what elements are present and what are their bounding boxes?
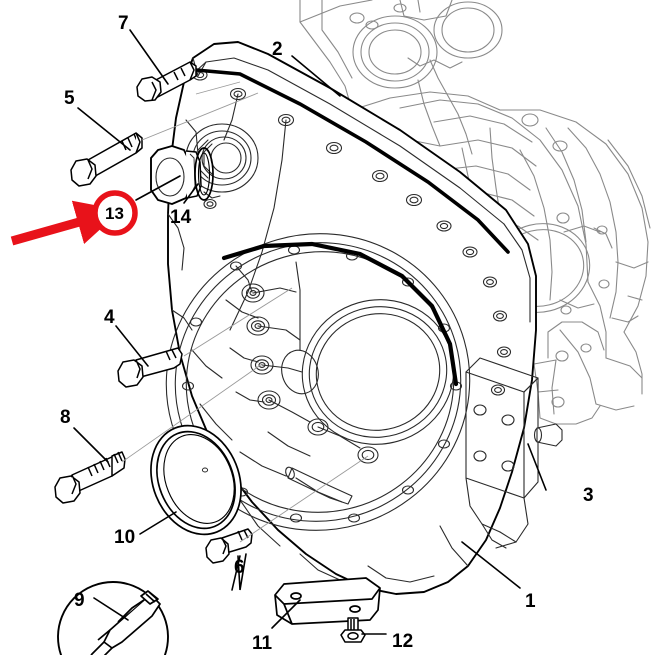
callout-label-6: 6 (234, 557, 245, 578)
callout-label-5: 5 (64, 88, 75, 109)
callout-label-14: 14 (170, 207, 192, 228)
callout-label-7: 7 (118, 13, 129, 34)
o-ring (194, 147, 214, 201)
seal-ring (150, 424, 242, 536)
seal-ring-detail (201, 467, 209, 473)
callout-label-2: 2 (272, 39, 283, 60)
detail-view-circle (57, 581, 169, 655)
plug-part (150, 145, 202, 205)
flywheel-housing (167, 41, 537, 595)
callout-label-11: 11 (252, 633, 273, 654)
callout-label-1: 1 (525, 591, 536, 612)
callout-label-3: 3 (583, 485, 594, 506)
bolt-long-lower (54, 451, 126, 504)
callout-label-12: 12 (392, 631, 414, 652)
highlight-circle (92, 190, 138, 236)
cover-plate-bolt (340, 617, 366, 643)
bolt-top (136, 61, 197, 102)
housing-detail-lines (165, 57, 563, 583)
highlight-arrow (10, 200, 122, 246)
bolt-short (117, 347, 183, 388)
alignment-lines (121, 81, 369, 543)
callout-label-10: 10 (114, 527, 136, 548)
callout-label-9: 9 (74, 590, 85, 611)
leader-lines (73, 29, 547, 635)
cover-plate (274, 577, 381, 625)
bolt-long-upper (70, 132, 143, 187)
callout-label-4: 4 (104, 307, 115, 328)
callout-label-13-highlighted: 13 (105, 204, 124, 223)
housing-mating-edge (194, 68, 510, 387)
bolt-lower (205, 528, 253, 564)
sealant-tube (90, 590, 161, 655)
callout-label-8: 8 (60, 407, 71, 428)
